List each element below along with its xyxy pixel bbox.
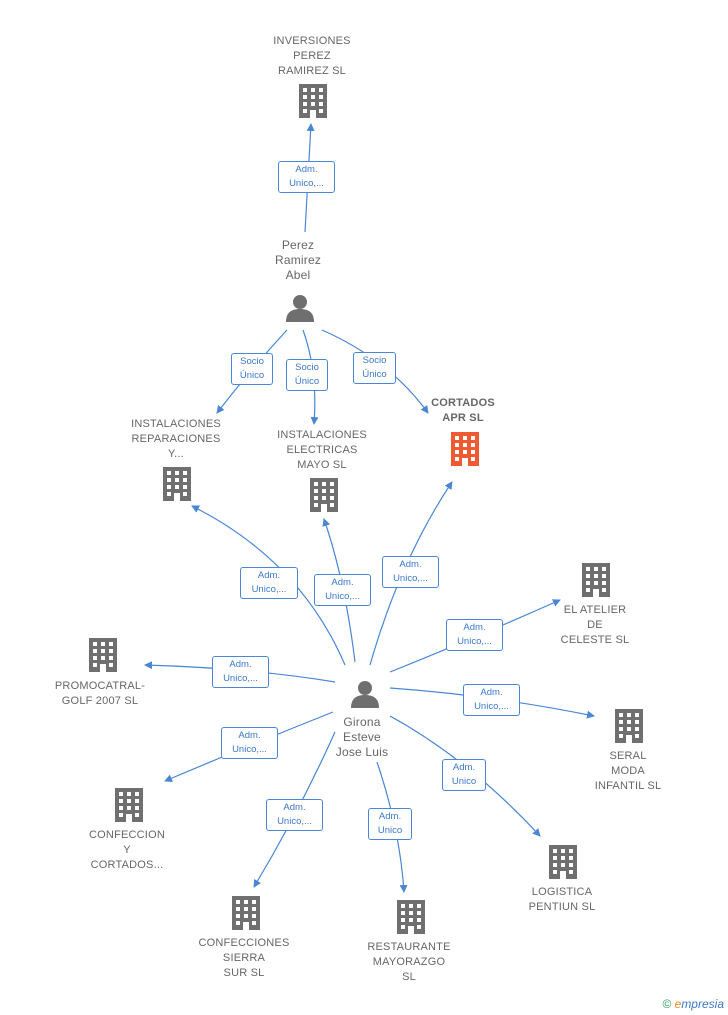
node-cortados-apr[interactable]: CORTADOS APR SL <box>431 397 495 424</box>
edge-label[interactable]: Adm. Unico <box>368 808 412 840</box>
node-girona-esteve-jose-luis[interactable]: Girona Esteve Jose Luis <box>335 715 389 759</box>
edge-label[interactable]: Adm. Unico,... <box>463 684 520 716</box>
edge-label[interactable]: Adm. Unico,... <box>266 799 323 831</box>
node-instalaciones-reparaciones[interactable]: INSTALACIONES REPARACIONES Y... <box>131 418 221 460</box>
person-icon <box>351 681 379 708</box>
node-confeccion-y-cortados[interactable]: CONFECCION Y CORTADOS... <box>89 829 165 871</box>
edge-label[interactable]: Adm. Unico,... <box>382 556 439 588</box>
brand-name: mpresia <box>681 997 724 1011</box>
edge-label[interactable]: Socio Único <box>286 359 328 391</box>
building-icon <box>310 478 338 512</box>
node-inversiones-perez-ramirez[interactable]: INVERSIONES PEREZ RAMIREZ SL <box>273 35 351 77</box>
node-instalaciones-electricas[interactable]: INSTALACIONES ELECTRICAS MAYO SL <box>277 429 367 471</box>
building-icon <box>89 638 117 672</box>
node-logistica-pentiun[interactable]: LOGISTICA PENTIUN SL <box>528 886 596 913</box>
node-seral-moda-infantil[interactable]: SERAL MODA INFANTIL SL <box>594 750 662 792</box>
node-perez-ramirez-abel[interactable]: Perez Ramirez Abel <box>274 238 322 282</box>
building-icon <box>163 467 191 501</box>
building-icon <box>115 788 143 822</box>
node-el-atelier-de-celeste[interactable]: EL ATELIER DE CELESTE SL <box>560 604 630 646</box>
copyright-icon: © <box>662 997 672 1011</box>
node-promocatral-golf[interactable]: PROMOCATRAL- GOLF 2007 SL <box>54 680 146 707</box>
edge-label[interactable]: Socio Único <box>353 352 396 384</box>
building-icon <box>582 563 610 597</box>
brand-initial: e <box>674 997 682 1011</box>
edge-label[interactable]: Adm. Unico,... <box>212 656 269 688</box>
edge-label[interactable]: Socio Único <box>231 353 273 385</box>
edge-label[interactable]: Adm. Unico,... <box>240 567 298 599</box>
empresia-watermark[interactable]: © empresia <box>662 997 724 1011</box>
building-icon <box>397 900 425 934</box>
edge-label[interactable]: Adm. Unico,... <box>314 574 371 606</box>
building-icon <box>615 709 643 743</box>
node-restaurante-mayorazgo[interactable]: RESTAURANTE MAYORAZGO SL <box>367 941 451 983</box>
edge-label[interactable]: Adm. Unico,... <box>446 619 503 651</box>
building-icon <box>232 896 260 930</box>
building-icon-focus <box>451 432 479 466</box>
node-confecciones-sierra-sur[interactable]: CONFECCIONES SIERRA SUR SL <box>198 937 290 979</box>
edge-label[interactable]: Adm. Unico,... <box>221 727 278 759</box>
building-icon <box>549 845 577 879</box>
building-icon <box>299 84 327 118</box>
edge-label[interactable]: Adm. Unico <box>442 759 486 791</box>
person-icon <box>286 295 314 322</box>
edge-label[interactable]: Adm. Unico,... <box>278 161 335 193</box>
